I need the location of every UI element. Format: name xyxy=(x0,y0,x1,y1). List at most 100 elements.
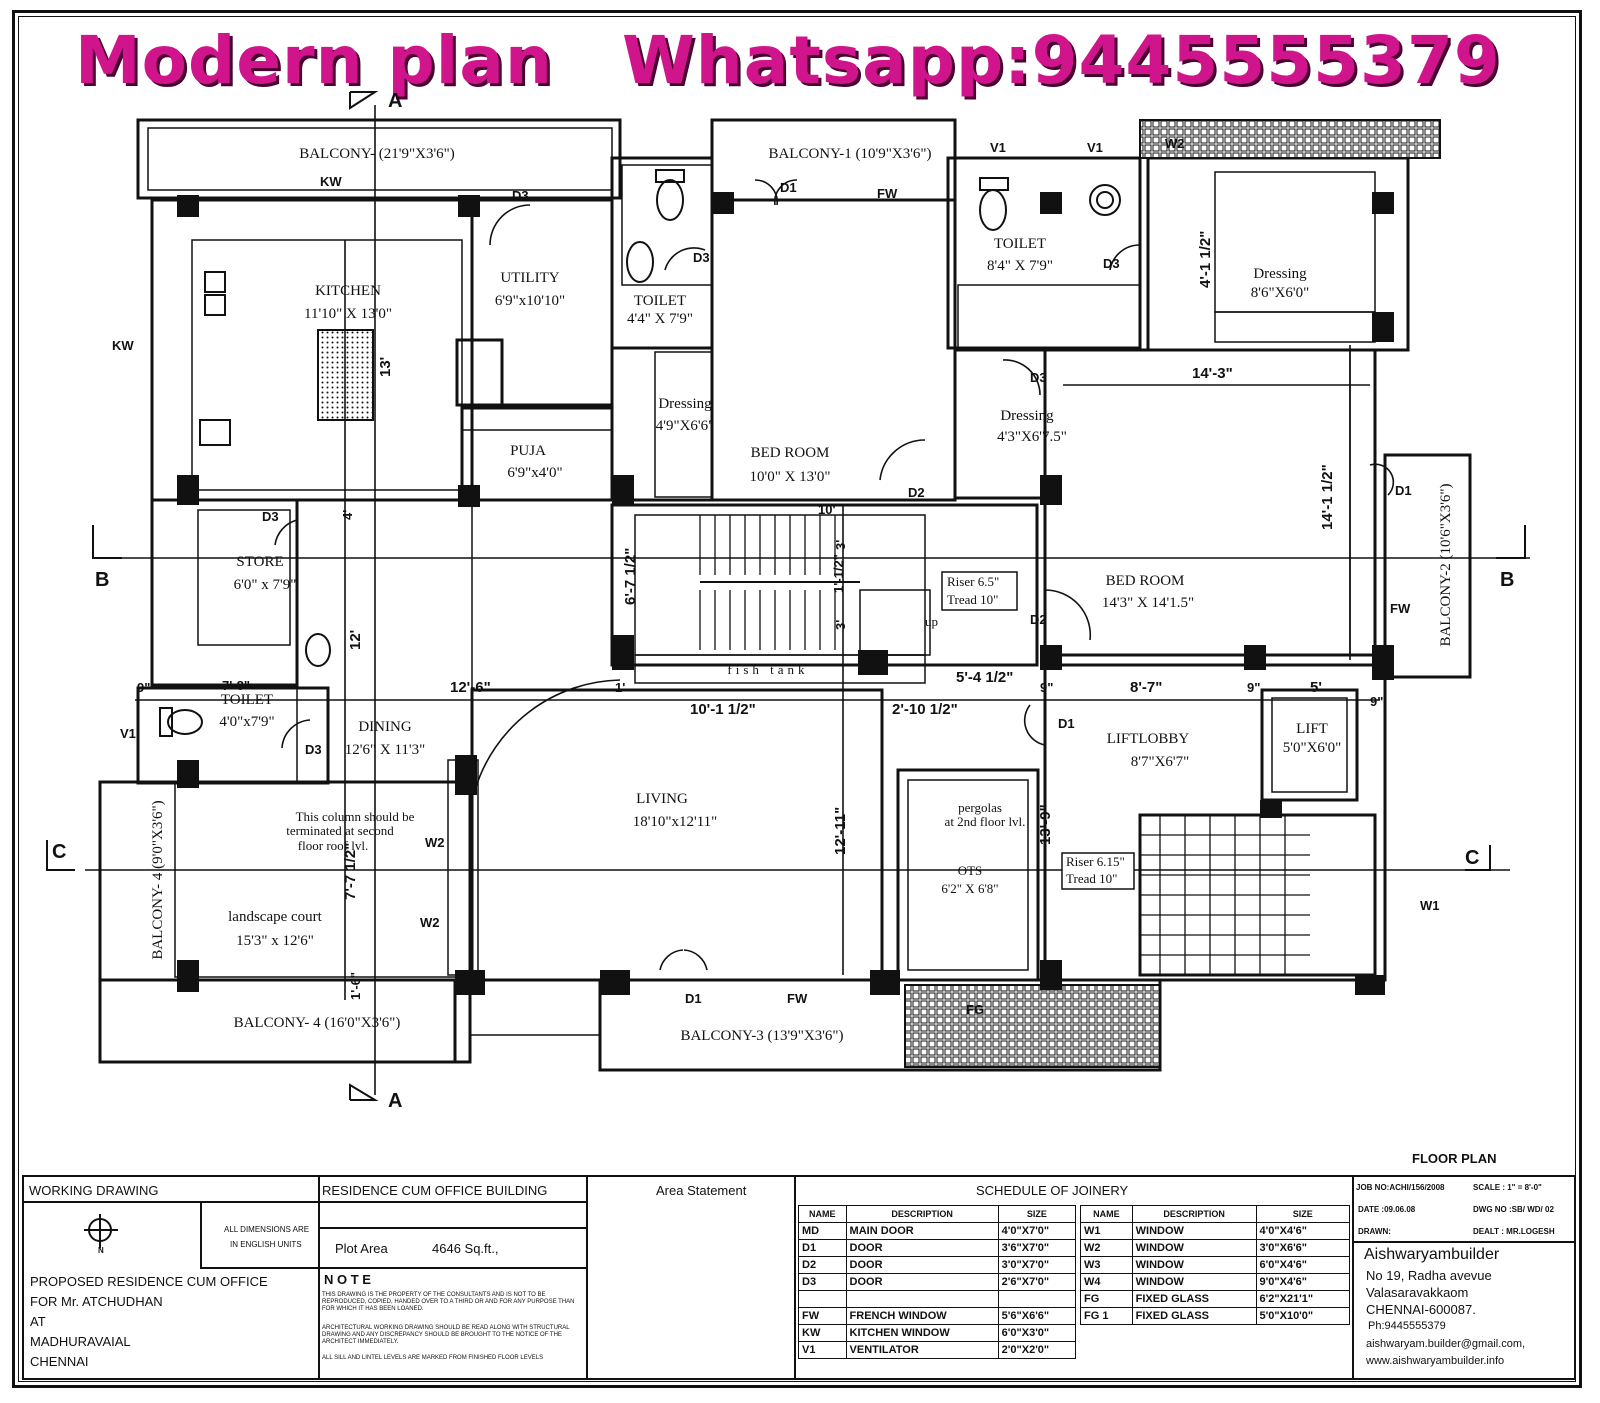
pergolas-level: at 2nd floor lvl. xyxy=(945,814,1026,829)
stair-treads xyxy=(699,515,1310,975)
date: DATE :09.06.08 xyxy=(1358,1205,1416,1214)
toilet-a-size: 4'4" X 7'9" xyxy=(627,311,693,327)
pergolas-label: pergolas xyxy=(958,800,1002,815)
scale: SCALE : 1" = 8'-0" xyxy=(1473,1183,1542,1192)
v1-toilet-c: V1 xyxy=(120,726,136,741)
joinery-size: 5'6"X6'6" xyxy=(997,1307,1077,1325)
joinery-size: 4'0"X4'6" xyxy=(1255,1222,1351,1240)
phone: Ph:9445555379 xyxy=(1368,1320,1446,1332)
dressing-c-label: Dressing xyxy=(1000,408,1054,424)
dining-size: 12'6" X 11'3" xyxy=(345,742,425,758)
joinery-desc: KITCHEN WINDOW xyxy=(845,1324,999,1342)
section-lines xyxy=(85,105,1530,1095)
joinery-desc: MAIN DOOR xyxy=(845,1222,999,1240)
dim-9b: 9" xyxy=(1040,680,1053,695)
lift-label: LIFT xyxy=(1296,721,1328,737)
joinery-name: FG xyxy=(1080,1290,1133,1308)
plot-area-label: Plot Area xyxy=(335,1241,388,1256)
address-1: No 19, Radha avevue xyxy=(1366,1268,1492,1283)
column-note-1: This column should be xyxy=(296,809,415,824)
fw-balcony1: FW xyxy=(877,186,898,201)
d3-dressing-c: D3 xyxy=(1030,370,1047,385)
dim-1: 1' xyxy=(615,680,625,695)
dim-8-7: 8'-7" xyxy=(1130,679,1162,696)
joinery-size xyxy=(997,1290,1077,1308)
joinery-desc xyxy=(845,1290,999,1308)
dim-4: 4' xyxy=(340,510,355,520)
dim-5-4: 5'-4 1/2" xyxy=(956,669,1013,686)
dressing-a-label: Dressing xyxy=(658,396,712,412)
dim-13-9: 13'-9" xyxy=(1037,804,1054,845)
columns xyxy=(177,192,1394,995)
joinery-desc: WINDOW xyxy=(1131,1273,1257,1291)
dim-1-6: 1'-6" xyxy=(348,972,363,1000)
col-description: DESCRIPTION xyxy=(845,1205,999,1223)
joinery-size: 3'0"X7'0" xyxy=(997,1256,1077,1274)
north-arrow-icon xyxy=(84,1214,118,1248)
col-name: NAME xyxy=(798,1205,847,1223)
section-markers xyxy=(46,91,1526,1101)
joinery-name: D3 xyxy=(798,1273,847,1291)
balcony-4-bottom-label: BALCONY- 4 (16'0"X3'6") xyxy=(234,1015,401,1031)
w1-liftlobby: W1 xyxy=(1420,898,1440,913)
col-size: SIZE xyxy=(997,1205,1077,1223)
dim-14-1: 14'-1 1/2" xyxy=(1319,464,1336,530)
joinery-size: 5'0"X10'0" xyxy=(1255,1307,1351,1325)
plot-area-box xyxy=(318,1227,588,1269)
d3-utility: D3 xyxy=(512,188,529,203)
dim-9c: 9" xyxy=(1247,680,1260,695)
note-text-1: THIS DRAWING IS THE PROPERTY OF THE CONS… xyxy=(322,1292,575,1312)
col-name-2: NAME xyxy=(1080,1205,1133,1223)
fixed-glass-bottom xyxy=(904,984,1161,1068)
floor-plan-caption: FLOOR PLAN xyxy=(1412,1151,1497,1166)
joinery-name: W3 xyxy=(1080,1256,1133,1274)
schedule-title: SCHEDULE OF JOINERY xyxy=(976,1183,1129,1198)
dimension-note-1: ALL DIMENSIONS ARE xyxy=(224,1225,310,1234)
living-label: LIVING xyxy=(636,791,688,807)
joinery-name: V1 xyxy=(798,1341,847,1359)
w2-top: W2 xyxy=(1165,136,1185,151)
joinery-desc: FIXED GLASS xyxy=(1131,1290,1257,1308)
balcony-top-label: BALCONY- (21'9"X3'6") xyxy=(299,146,455,162)
toilet-c-size: 4'0"x7'9" xyxy=(219,714,274,730)
fw-balcony2: FW xyxy=(1390,601,1411,616)
living-size: 18'10"x12'11" xyxy=(633,814,718,830)
dim-3b: 3' xyxy=(833,620,848,630)
north-label: N xyxy=(98,1246,104,1255)
kw-left: KW xyxy=(112,338,134,353)
balcony-2-label: BALCONY-2 (10'6"X3'6") xyxy=(1438,483,1454,646)
fixtures xyxy=(159,169,1121,737)
lift-size: 5'0"X6'0" xyxy=(1283,740,1341,756)
dim-12-11: 12'-11" xyxy=(832,807,849,855)
joinery-size: 2'6"X7'0" xyxy=(997,1273,1077,1291)
section-b-left: B xyxy=(95,569,109,591)
proposed-line-4: MADHURAVAIAL xyxy=(30,1334,131,1349)
address-2: Valasaravakkaom xyxy=(1366,1285,1469,1300)
joinery-name xyxy=(798,1290,847,1308)
joinery-row xyxy=(798,1290,1077,1308)
dim-12: 12' xyxy=(347,630,364,650)
bedroom-a-label: BED ROOM xyxy=(751,445,830,461)
kitchen-label: KITCHEN xyxy=(315,283,381,299)
joinery-desc: FIXED GLASS xyxy=(1131,1307,1257,1325)
joinery-name: W4 xyxy=(1080,1273,1133,1291)
dim-14-3: 14'-3" xyxy=(1192,365,1233,382)
puja-label: PUJA xyxy=(510,443,546,459)
dwg-no: DWG NO :SB/ WD/ 02 xyxy=(1473,1205,1554,1214)
liftlobby-size: 8'7"X6'7" xyxy=(1131,754,1189,770)
toilet-b-label: TOILET xyxy=(994,236,1046,252)
sheet-inner-border xyxy=(18,16,1576,1382)
dim-10-1: 10'-1 1/2" xyxy=(690,701,756,718)
dimension-note-box xyxy=(200,1201,320,1269)
riser-1: Riser 6.5" xyxy=(947,574,999,589)
joinery-size: 6'0"X3'0" xyxy=(997,1324,1077,1342)
d1-living: D1 xyxy=(685,991,702,1006)
